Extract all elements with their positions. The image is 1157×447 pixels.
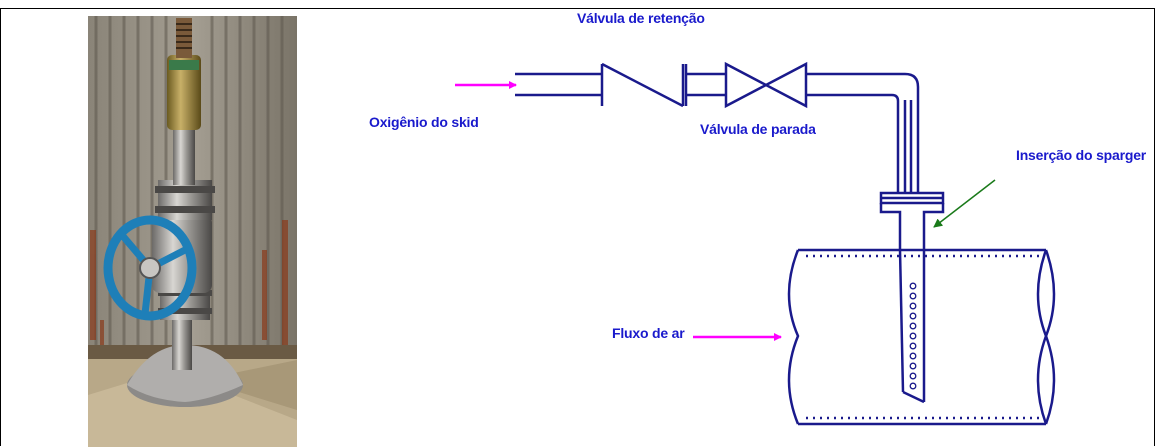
- oxygen-inlet-pipe: [515, 72, 602, 97]
- connecting-pipe: [684, 64, 725, 106]
- sparger-insertion-label: Inserção do sparger: [1016, 147, 1147, 163]
- sparger-pointer-arrow: [933, 179, 996, 228]
- air-duct: [787, 248, 1056, 426]
- handwheel-icon: [103, 215, 197, 321]
- oxygen-from-skid-label: Oxigênio do skid: [369, 114, 479, 130]
- gate-valve-icon: [724, 61, 808, 109]
- check-valve-icon: [600, 62, 685, 108]
- stop-valve-label: Válvula de parada: [700, 121, 816, 137]
- sparger-tube: [898, 249, 926, 404]
- sparger-photo: [88, 16, 297, 447]
- check-valve-label: Válvula de retenção: [577, 10, 705, 26]
- diagram-frame: [0, 8, 1155, 446]
- sparger-flange: [879, 191, 945, 250]
- outlet-pipe: [806, 72, 920, 193]
- sparger-holes: [909, 282, 917, 390]
- air-flow-label: Fluxo de ar: [612, 325, 685, 341]
